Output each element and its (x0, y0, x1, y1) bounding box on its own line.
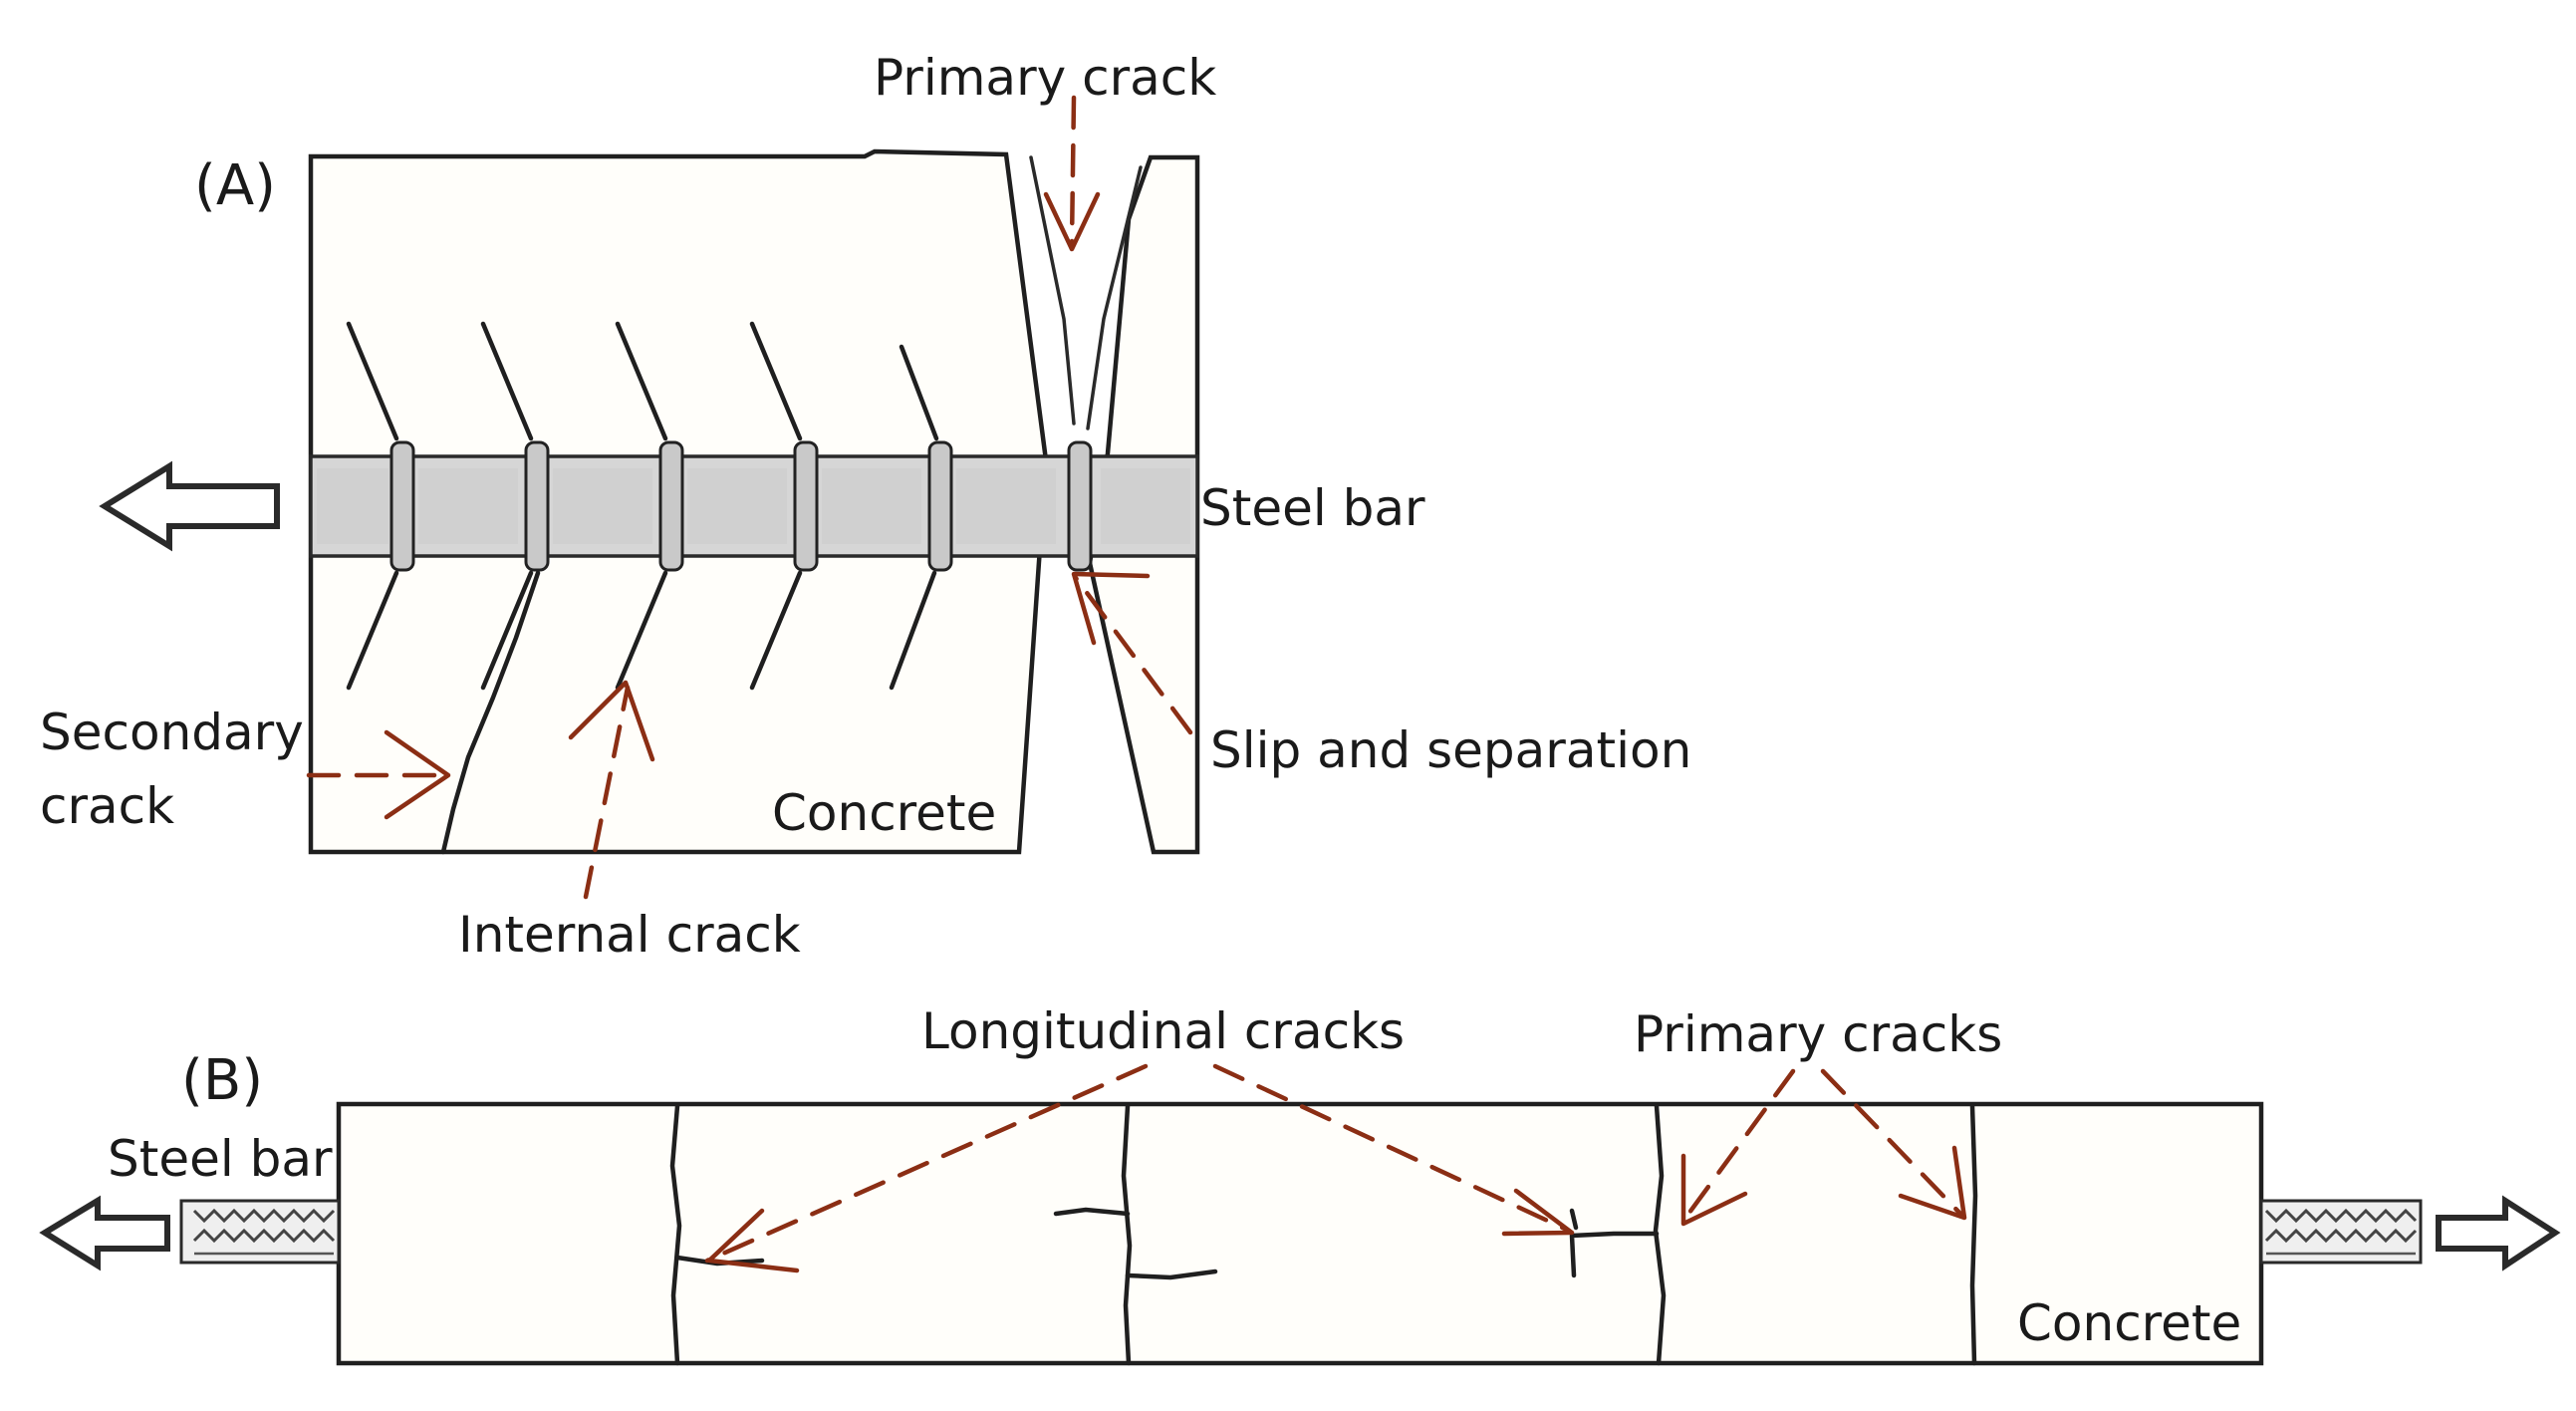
steel-bar-segments (317, 468, 1190, 544)
steel-bar-stub-left (179, 1199, 341, 1265)
slip-and-separation-label: Slip and separation (1210, 721, 1691, 779)
annotation-arrows-a (306, 95, 1193, 900)
longitudinal-cracks-label: Longitudinal cracks (921, 1002, 1405, 1060)
steel-bar-stub-right (2259, 1199, 2423, 1265)
pull-arrow-b-right (2436, 1195, 2561, 1271)
primary-cracks-b (669, 1103, 1978, 1366)
primary-crack-line-2 (1086, 165, 1143, 430)
annotation-arrows-b (704, 1063, 1967, 1273)
longitudinal-cracks-b (674, 1207, 1660, 1280)
steel-bar-label: Steel bar (1200, 479, 1425, 537)
internal-cracks-upper (346, 321, 939, 441)
panel-a-label: (A) (194, 153, 276, 218)
panel-b-label: (B) (181, 1048, 263, 1113)
primary-crack-line (1029, 155, 1076, 425)
primary-crack-label: Primary crack (874, 49, 1216, 107)
internal-cracks-lower (346, 570, 937, 691)
internal-crack-label: Internal crack (458, 906, 801, 964)
pull-arrow-b-left (39, 1195, 170, 1271)
panel-b: (B) (39, 1002, 2561, 1366)
secondary-crack-label-line1: Secondary (40, 704, 304, 761)
concrete-prism (336, 1101, 2264, 1366)
steel-bar-label-b: Steel bar (108, 1130, 333, 1188)
concrete-label-a: Concrete (772, 784, 996, 842)
steel-bar-ribs (389, 440, 1093, 572)
concrete-label-b: Concrete (2017, 1294, 2241, 1352)
panel-a: (A) (40, 49, 1691, 964)
secondary-crack (440, 570, 541, 855)
secondary-crack-label-line2: crack (40, 777, 174, 835)
primary-cracks-label: Primary cracks (1634, 1005, 2002, 1063)
pull-arrow-left (99, 460, 280, 552)
